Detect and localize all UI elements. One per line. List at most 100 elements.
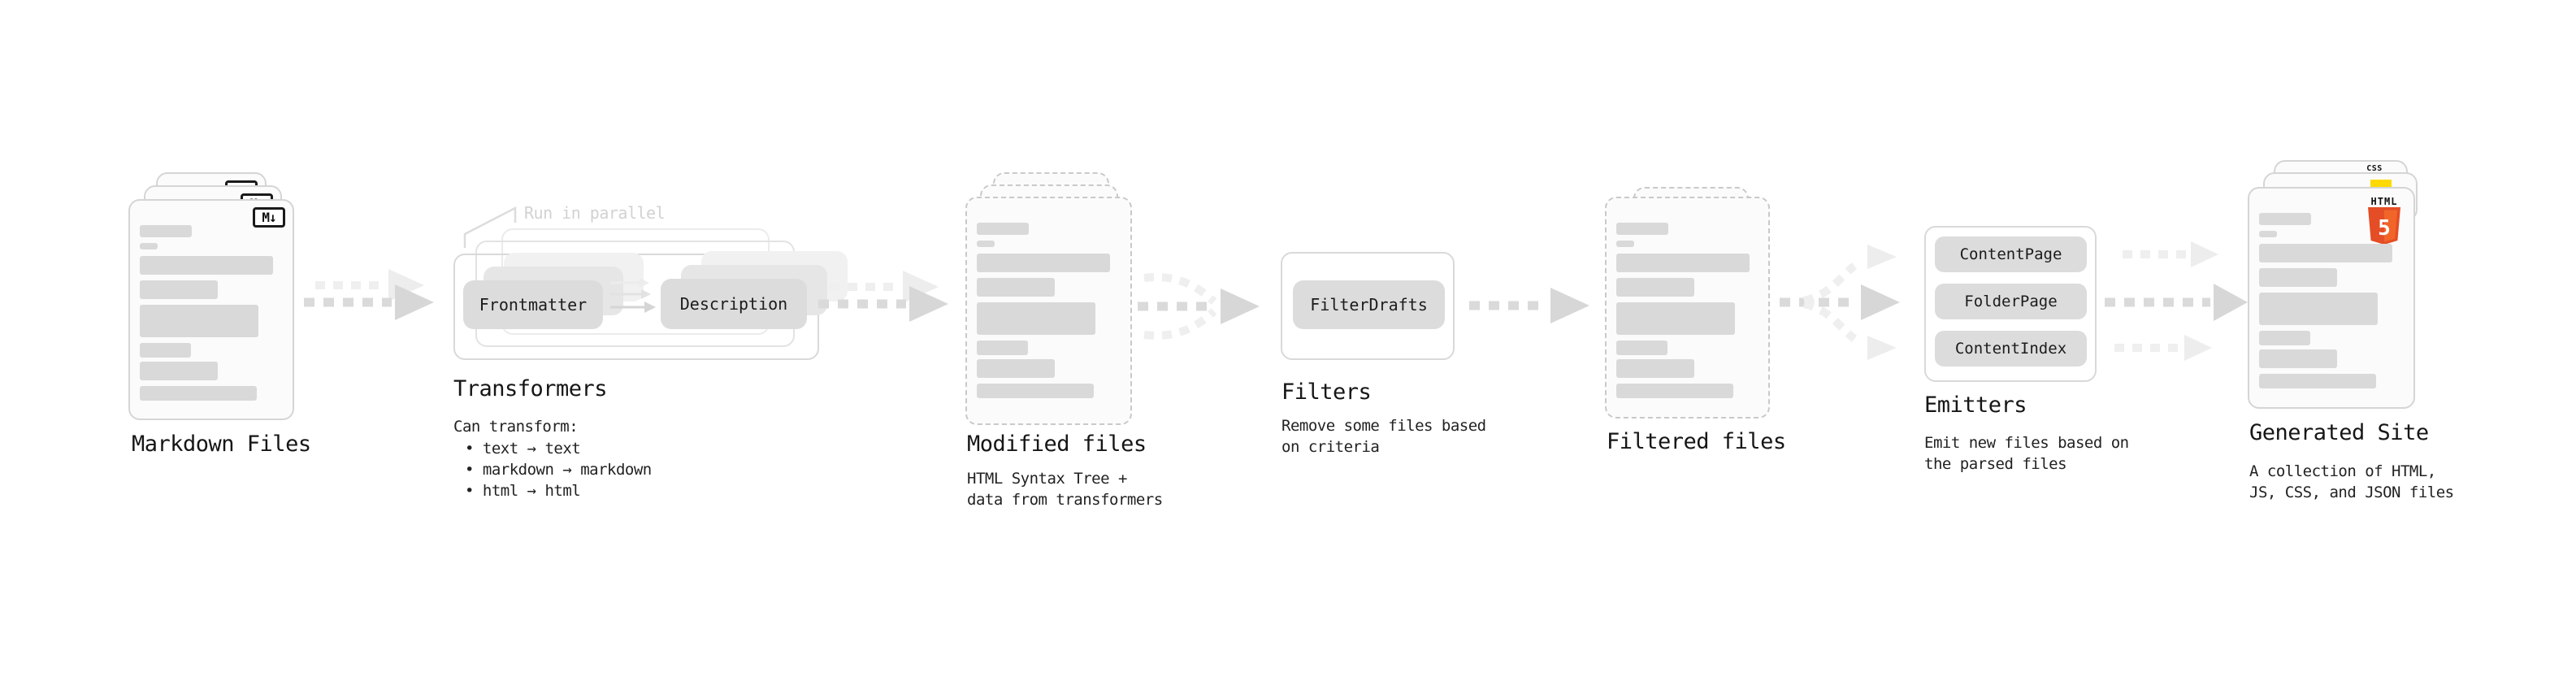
stage-filtered-files: Filtered files (1605, 186, 1816, 462)
desc-line: HTML Syntax Tree + (967, 470, 1127, 488)
stage-label: Emitters (1924, 393, 2027, 418)
transformer-box-description: Description (661, 279, 807, 329)
stage-label: Markdown Files (132, 432, 311, 457)
html5-logo-icon: HTML 5 (2365, 197, 2404, 246)
bullet-line: • markdown → markdown (465, 459, 652, 480)
stage-filters: FilterDrafts Filters Remove some files b… (1281, 252, 1524, 463)
fan-in-arrow-icon (1138, 273, 1260, 340)
double-dashed-arrow-icon (818, 271, 948, 322)
stage-description: HTML Syntax Tree + data from transformer… (967, 468, 1163, 510)
text-line-bar (977, 254, 1110, 272)
text-line-bar (977, 278, 1055, 297)
emitter-box-folderpage: FolderPage (1935, 284, 2087, 319)
desc-line: Remove some files based (1281, 417, 1486, 435)
text-line-bar (977, 384, 1094, 398)
stage-label: Modified files (967, 432, 1147, 457)
text-line-bar (1616, 278, 1694, 297)
file-content-placeholder (967, 198, 1130, 423)
text-line-bar (140, 362, 218, 380)
text-line-bar (977, 241, 995, 247)
desc-line: A collection of HTML, (2249, 462, 2436, 480)
double-dashed-arrow-icon (304, 269, 434, 320)
stage-label: Filters (1281, 380, 1372, 405)
text-line-bar (140, 243, 158, 249)
text-line-bar (140, 225, 192, 237)
text-line-bar (140, 305, 258, 337)
leader-line-icon (463, 206, 517, 248)
flow-arrow-filters-to-filtered (1469, 284, 1595, 332)
file-content-placeholder (130, 201, 293, 419)
desc-line: the parsed files (1924, 455, 2067, 473)
stage-label: Generated Site (2249, 420, 2429, 445)
emitter-box-contentindex: ContentIndex (1935, 331, 2087, 367)
desc-line: JS, CSS, and JSON files (2249, 484, 2454, 501)
stage-description: Can transform: (453, 416, 579, 437)
text-line-bar (2259, 349, 2337, 368)
desc-line: • html → html (465, 482, 581, 500)
stage-modified-files: Modified files HTML Syntax Tree + data f… (965, 172, 1201, 514)
parallel-transform-arrows (610, 275, 661, 323)
bullet-line: • text → text (465, 438, 581, 459)
flow-arrow-emitters-to-generated (2103, 240, 2249, 373)
text-line-bar (1616, 302, 1735, 335)
text-line-bar (140, 343, 191, 358)
text-line-bar (977, 359, 1055, 378)
text-line-bar (2259, 331, 2310, 345)
text-line-bar (2259, 244, 2392, 262)
flow-arrow-transformers-to-modified (817, 267, 963, 339)
emitter-box-contentpage: ContentPage (1935, 236, 2087, 272)
stage-label: Filtered files (1607, 429, 1786, 454)
text-line-bar (1616, 359, 1694, 378)
file-card-front (965, 197, 1132, 425)
fan-out-arrow-icon (1780, 245, 1900, 360)
filter-box-filterdrafts: FilterDrafts (1293, 280, 1445, 329)
stage-transformers: Frontmatter Description Run in parallel … (451, 203, 848, 512)
stage-description: Emit new files based on the parsed files (1924, 432, 2129, 475)
desc-line: data from transformers (967, 491, 1163, 509)
text-line-bar (2259, 293, 2378, 325)
text-line-bar (1616, 254, 1750, 272)
text-line-bar (977, 340, 1028, 355)
triple-mini-arrow-icon (610, 278, 656, 313)
text-line-bar (140, 256, 273, 275)
stage-description: A collection of HTML, JS, CSS, and JSON … (2249, 461, 2454, 503)
text-line-bar (1616, 223, 1668, 235)
js-badge-icon (2370, 180, 2392, 189)
text-line-bar (2259, 268, 2337, 287)
transformer-box-frontmatter: Frontmatter (463, 280, 603, 329)
text-line-bar (1616, 340, 1667, 355)
markdown-icon: M↓ (253, 207, 285, 228)
flow-arrow-markdown-to-transformers (302, 265, 449, 337)
run-in-parallel-annotation: Run in parallel (524, 203, 666, 223)
desc-line: Can transform: (453, 418, 579, 436)
text-line-bar (2259, 374, 2376, 388)
html5-shield-icon: 5 (2368, 207, 2400, 245)
text-line-bar (1616, 384, 1733, 398)
file-card-front: HTML 5 (2248, 187, 2415, 409)
stage-label: Transformers (453, 376, 608, 401)
triple-dashed-arrow-icon (2105, 241, 2248, 361)
text-line-bar (977, 223, 1029, 235)
desc-line: • text → text (465, 440, 581, 458)
file-card-front: M↓ (128, 199, 294, 420)
desc-line: Emit new files based on (1924, 434, 2129, 452)
stage-description: Remove some files based on criteria (1281, 415, 1486, 458)
text-line-bar (2259, 231, 2277, 237)
text-line-bar (2259, 213, 2311, 225)
desc-line: • markdown → markdown (465, 461, 652, 479)
file-card-front (1605, 197, 1770, 419)
css-badge-text: CSS (2366, 164, 2383, 173)
file-content-placeholder (1607, 198, 1768, 417)
stage-markdown-files: M↓ M↓ M↓ Markdown Files (128, 172, 332, 473)
desc-line: on criteria (1281, 438, 1380, 456)
annotation-leader-line (451, 203, 532, 263)
dashed-arrow-icon (1469, 288, 1589, 323)
svg-text:5: 5 (2378, 216, 2391, 241)
stage-emitters: ContentPage FolderPage ContentIndex Emit… (1924, 226, 2168, 486)
text-line-bar (140, 386, 257, 401)
stage-generated-site: CSS HTML 5 Generated Site A collection o… (2248, 160, 2483, 510)
text-line-bar (140, 280, 218, 299)
text-line-bar (1616, 241, 1634, 247)
file-content-placeholder (2249, 189, 2413, 407)
